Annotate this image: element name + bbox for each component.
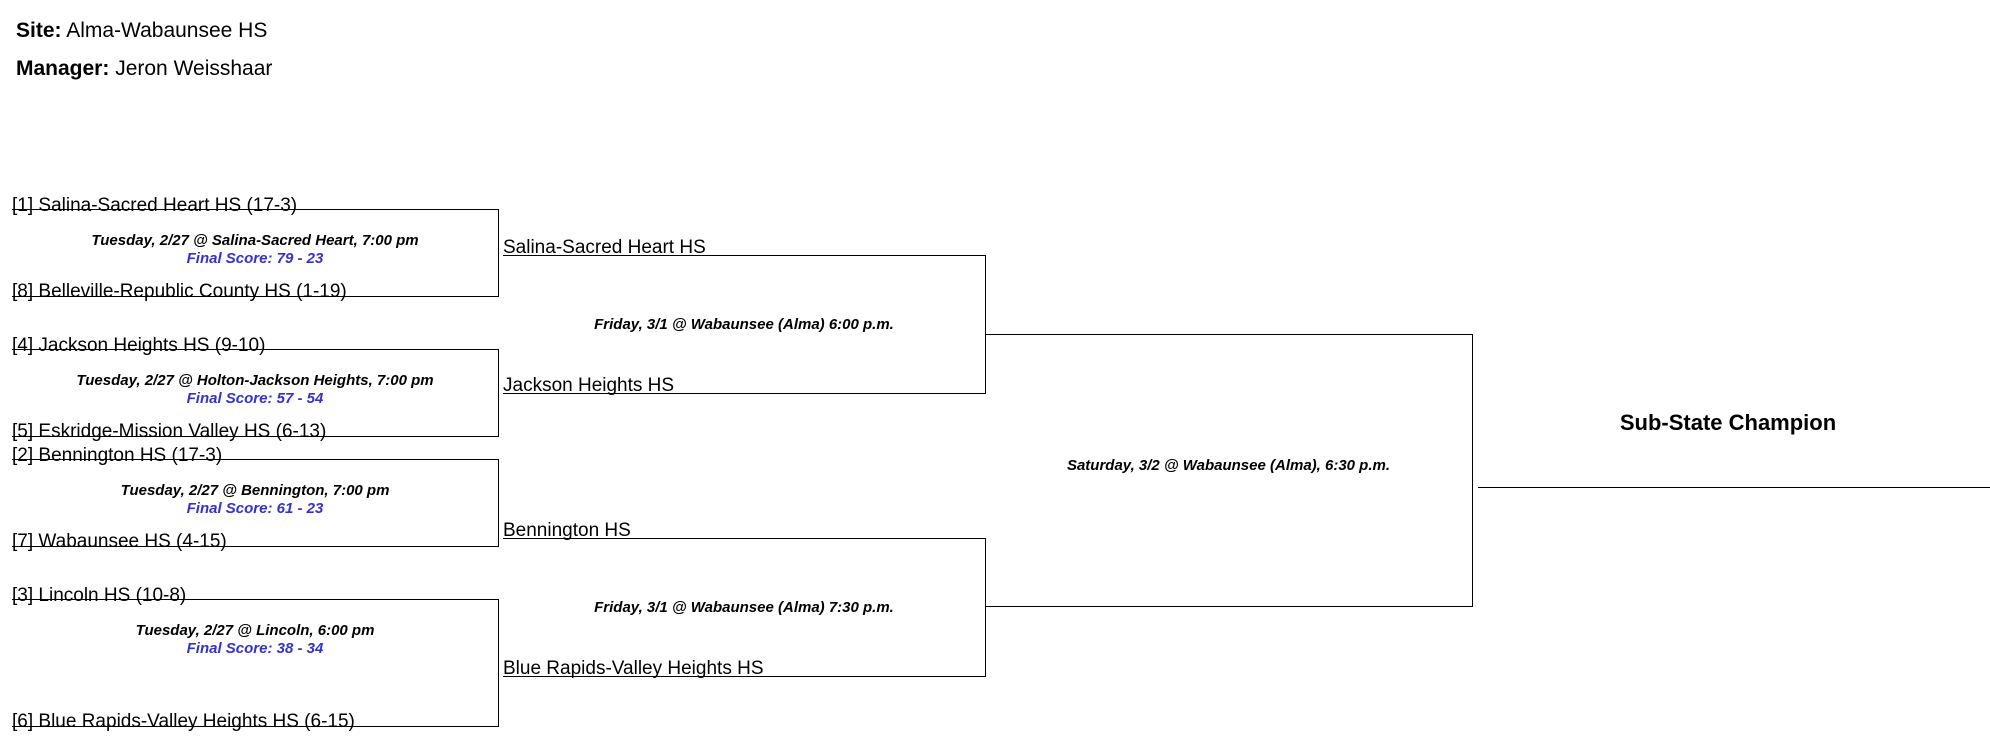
- site-label: Site:: [16, 19, 62, 42]
- site-value: Alma-Wabaunsee HS: [66, 19, 268, 42]
- r1-game2-info: Tuesday, 2/27 @ Holton-Jackson Heights, …: [76, 372, 434, 389]
- r1-game1-info: Tuesday, 2/27 @ Salina-Sacred Heart, 7:0…: [91, 232, 419, 249]
- r1-game1-bottom-rule: [12, 296, 498, 297]
- sf2-info: Friday, 3/1 @ Wabaunsee (Alma) 7:30 p.m.: [594, 599, 894, 616]
- r1-game4-info: Tuesday, 2/27 @ Lincoln, 6:00 pm: [135, 622, 375, 639]
- r1-game1-bottom-team: [8] Belleville-Republic County HS (1-19): [12, 281, 347, 302]
- site-line: Site: Alma-Wabaunsee HS: [16, 20, 267, 41]
- sf2-top-rule: [503, 538, 985, 539]
- r1-game3-top-team: [2] Bennington HS (17-3): [12, 445, 223, 466]
- r1-game2-bottom-team: [5] Eskridge-Mission Valley HS (6-13): [12, 421, 327, 442]
- r1-game1-connector: [498, 209, 499, 297]
- sf1-info: Friday, 3/1 @ Wabaunsee (Alma) 6:00 p.m.: [594, 316, 894, 333]
- r1-game2-connector: [498, 349, 499, 437]
- final-connector: [1472, 334, 1473, 607]
- sf2-top-team: Bennington HS: [503, 520, 631, 541]
- r1-game3-connector: [498, 459, 499, 547]
- r1-game4-top-rule: [12, 599, 498, 600]
- sf1-bottom-rule: [503, 393, 985, 394]
- sf1-bottom-team: Jackson Heights HS: [503, 375, 675, 396]
- r1-game2-bottom-rule: [12, 436, 498, 437]
- r1-game3-top-rule: [12, 459, 498, 460]
- r1-game3-info: Tuesday, 2/27 @ Bennington, 7:00 pm: [120, 482, 390, 499]
- r1-game3-bottom-rule: [12, 546, 498, 547]
- sf2-bottom-rule: [503, 676, 985, 677]
- manager-label: Manager:: [16, 57, 110, 80]
- r1-game3-score: Final Score: 61 - 23: [186, 500, 324, 517]
- r1-game4-top-team: [3] Lincoln HS (10-8): [12, 585, 187, 606]
- r1-game2-top-rule: [12, 349, 498, 350]
- manager-value: Jeron Weisshaar: [115, 57, 273, 80]
- r1-game4-score: Final Score: 38 - 34: [186, 640, 324, 657]
- manager-line: Manager: Jeron Weisshaar: [16, 58, 272, 79]
- final-top-rule: [985, 334, 1472, 335]
- r1-game2-top-team: [4] Jackson Heights HS (9-10): [12, 335, 266, 356]
- sf1-top-team: Salina-Sacred Heart HS: [503, 237, 706, 258]
- final-bottom-rule: [985, 606, 1472, 607]
- r1-game4-connector: [498, 599, 499, 727]
- r1-game1-score: Final Score: 79 - 23: [186, 250, 324, 267]
- r1-game1-top-rule: [12, 209, 498, 210]
- sf1-connector: [985, 255, 986, 394]
- r1-game4-bottom-team: [6] Blue Rapids-Valley Heights HS (6-15): [12, 711, 355, 732]
- r1-game4-bottom-rule: [12, 726, 498, 727]
- sf1-top-rule: [503, 255, 985, 256]
- sf2-connector: [985, 538, 986, 677]
- r1-game2-score: Final Score: 57 - 54: [186, 390, 324, 407]
- r1-game3-bottom-team: [7] Wabaunsee HS (4-15): [12, 531, 227, 552]
- sf2-bottom-team: Blue Rapids-Valley Heights HS: [503, 658, 764, 679]
- final-info: Saturday, 3/2 @ Wabaunsee (Alma), 6:30 p…: [1066, 457, 1391, 474]
- champion-label: Sub-State Champion: [1619, 410, 1837, 435]
- r1-game1-top-team: [1] Salina-Sacred Heart HS (17-3): [12, 195, 298, 216]
- champion-rule: [1478, 487, 1990, 488]
